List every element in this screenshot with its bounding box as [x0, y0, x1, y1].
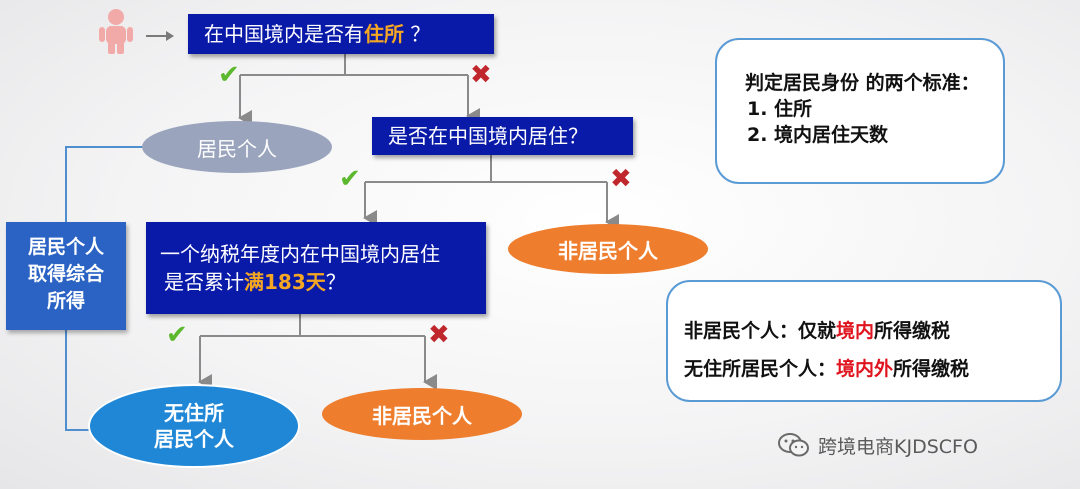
- outcome-no-domicile-resident: 无住所 居民个人: [88, 384, 300, 468]
- question-domicile-highlight: 住所: [364, 22, 404, 46]
- tax-scope-nonresident: 非居民个人：仅就境内所得缴税: [684, 320, 951, 342]
- criteria-title: 判定居民身份 的两个标准：: [745, 72, 980, 94]
- question-183-days-line2: 是否累计满183天？: [164, 270, 346, 294]
- check-icon: ✔: [339, 164, 361, 194]
- criteria-item-days: 2. 境内居住天数: [747, 124, 889, 146]
- question-residing-box: 是否在中国境内居住？: [372, 117, 633, 155]
- watermark: 跨境电商KJDSCFO: [778, 430, 978, 460]
- outcome-resident: 居民个人: [142, 121, 332, 173]
- question-domicile-box: 在中国境内是否有住所 ？: [188, 14, 494, 54]
- tax-scope-panel: 非居民个人：仅就境内所得缴税 无住所居民个人：境内外所得缴税: [666, 280, 1062, 402]
- check-icon: ✔: [166, 320, 188, 350]
- question-domicile-suffix: ？: [404, 22, 431, 46]
- resident-comprehensive-income-label: 居民个人 取得综合 所得: [6, 222, 126, 330]
- cross-icon: ✖: [610, 164, 632, 194]
- outcome-nonresident-under-183: 非居民个人: [322, 388, 522, 440]
- flow-connectors: [198, 54, 619, 390]
- residency-criteria-panel: 判定居民身份 的两个标准： 1. 住所 2. 境内居住天数: [715, 38, 1005, 184]
- outcome-nonresident-not-residing: 非居民个人: [508, 224, 708, 274]
- question-183-days-highlight: 满183天: [244, 270, 326, 294]
- question-183-days-box: 一个纳税年度内在中国境内居住 是否累计满183天？: [146, 222, 486, 314]
- person-icon: [99, 9, 133, 54]
- question-domicile-text: 在中国境内是否有: [204, 22, 364, 46]
- question-183-days-line1: 一个纳税年度内在中国境内居住: [160, 242, 440, 266]
- watermark-text: 跨境电商KJDSCFO: [818, 435, 978, 458]
- cross-icon: ✖: [470, 60, 492, 90]
- check-icon: ✔: [218, 60, 240, 90]
- cross-icon: ✖: [428, 320, 450, 350]
- tax-scope-no-domicile-resident: 无住所居民个人：境内外所得缴税: [684, 358, 970, 380]
- right-arrow-icon: [146, 31, 174, 41]
- wechat-icon: [778, 433, 809, 457]
- question-residing-text: 是否在中国境内居住？: [388, 124, 588, 148]
- criteria-item-domicile: 1. 住所: [747, 98, 813, 120]
